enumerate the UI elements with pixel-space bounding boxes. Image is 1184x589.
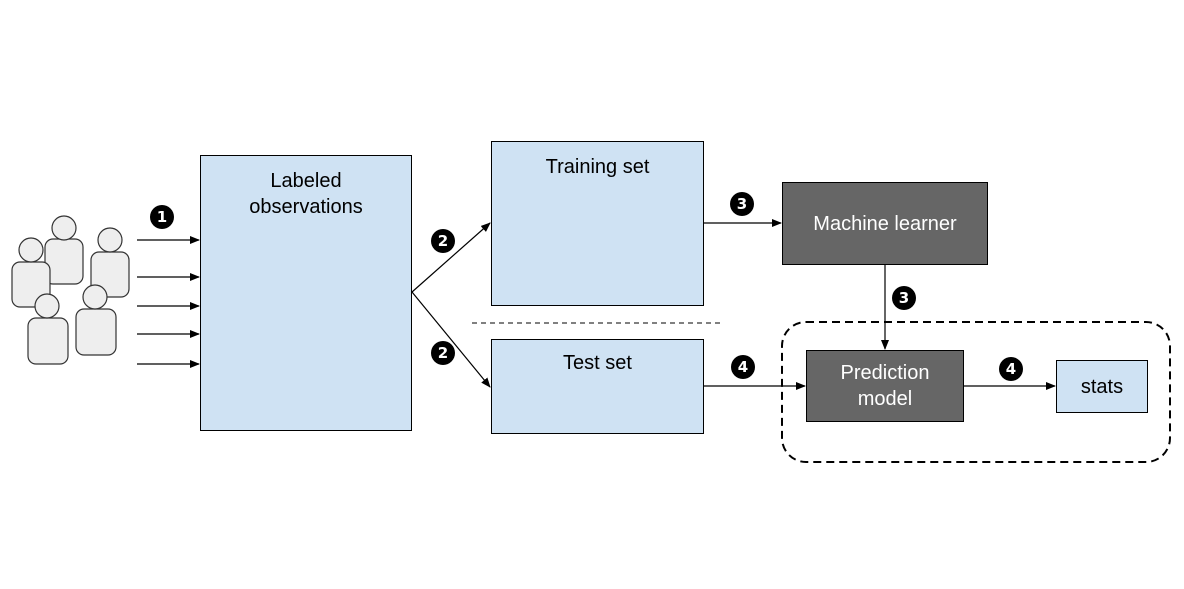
step-badge-4-stats: 4 [999, 357, 1023, 381]
labeled-observations-box: Labeled observations [200, 155, 412, 431]
stats-box: stats [1056, 360, 1148, 413]
prediction-model-label: Prediction model [840, 362, 930, 410]
step-badge-3-model: 3 [892, 286, 916, 310]
training-set-box: Training set [491, 141, 704, 306]
step-badge-2-training: 2 [431, 229, 455, 253]
input-arrows [137, 236, 200, 368]
evaluation-boundary [781, 321, 1171, 463]
step-badge-1: 1 [150, 205, 174, 229]
machine-learner-box: Machine learner [782, 182, 988, 265]
people-group-icon [11, 215, 130, 365]
split-arrow-training [411, 222, 491, 293]
prediction-model-box: Prediction model [806, 350, 964, 422]
test-set-label: Test set [563, 352, 632, 374]
stats-label: stats [1080, 375, 1124, 398]
split-arrow-test [411, 291, 491, 388]
step-badge-2-test: 2 [431, 341, 455, 365]
training-set-label: Training set [545, 156, 650, 178]
labeled-observations-label: Labeled observations [249, 170, 363, 218]
test-set-box: Test set [491, 339, 704, 434]
step-badge-3-training: 3 [730, 192, 754, 216]
step-badge-4-test: 4 [731, 355, 755, 379]
machine-learner-label: Machine learner [813, 212, 957, 235]
